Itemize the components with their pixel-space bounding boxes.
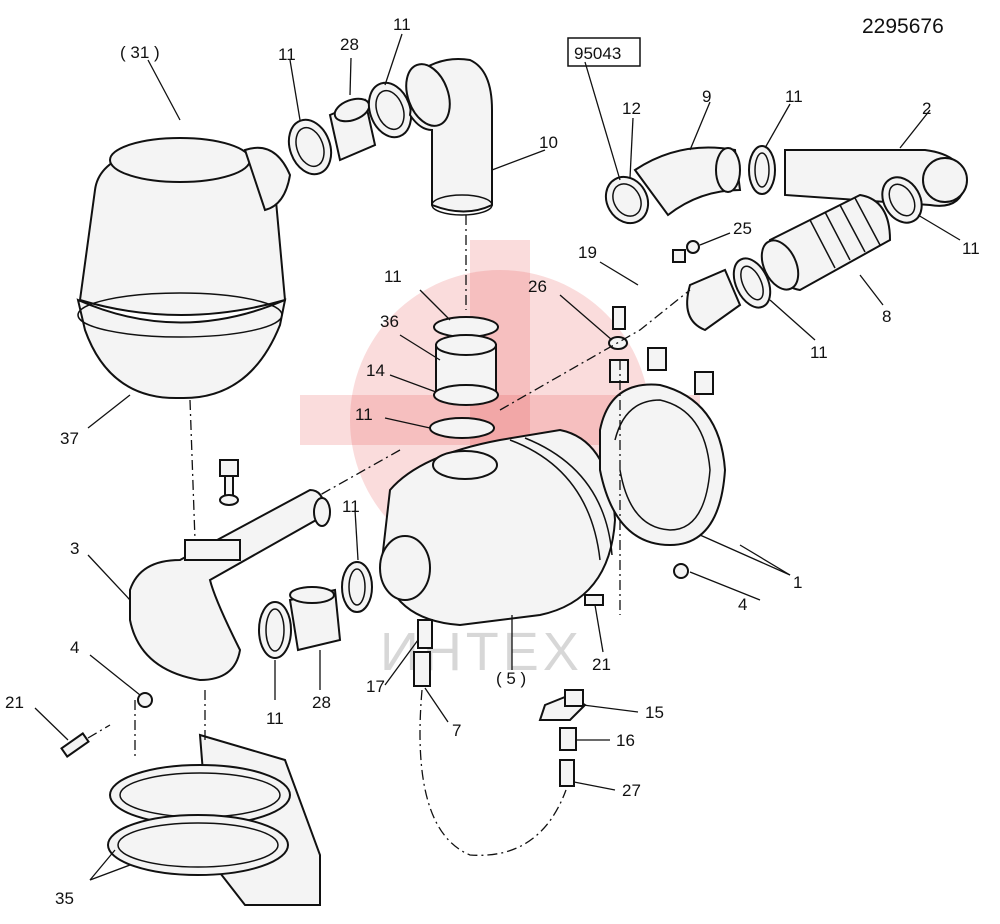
nut-4-right [673, 563, 689, 579]
clamp-11-g [429, 417, 495, 439]
bolt-19 [612, 306, 626, 330]
label-25: 25 [733, 219, 752, 238]
label-16: 16 [616, 731, 635, 750]
label-4-right: 4 [738, 595, 747, 614]
label-11-e: 11 [810, 343, 828, 362]
label-11-a: 11 [278, 45, 296, 64]
label-11-b: 11 [393, 15, 411, 34]
clamp-11-a [287, 118, 333, 176]
fitting-16 [559, 727, 577, 751]
label-36: 36 [380, 312, 399, 331]
mounting-band-1 [599, 347, 727, 547]
clamp-11-b [367, 81, 413, 139]
bolt-21-right [584, 594, 604, 606]
pipe-2 [784, 149, 968, 207]
label-2: 2 [922, 99, 931, 118]
label-5: ( 5 ) [496, 669, 526, 688]
bolt-21-left [60, 732, 90, 758]
corrugated-hose-8 [760, 193, 892, 292]
label-11-f: 11 [384, 267, 402, 286]
label-1: 1 [793, 573, 802, 592]
nut-4-left [137, 692, 153, 708]
bolt-25 [672, 240, 700, 263]
label-26: 26 [528, 277, 547, 296]
fitting-17 [417, 619, 433, 649]
air-cleaner-31 [78, 137, 292, 316]
label-10: 10 [539, 133, 558, 152]
clamp-11-i [341, 561, 373, 613]
watermark-text: ИНТЕХ [380, 622, 583, 682]
label-11-c: 11 [785, 87, 803, 106]
label-12: 12 [622, 99, 641, 118]
drain-hose-path [419, 689, 567, 856]
label-11-d: 11 [962, 239, 980, 258]
label-17: 17 [366, 677, 385, 696]
label-15: 15 [645, 703, 664, 722]
label-19: 19 [578, 243, 597, 262]
label-4-left: 4 [70, 638, 79, 657]
ref-box-label: 95043 [574, 44, 621, 63]
leader-lines [34, 33, 961, 881]
label-8: 8 [882, 307, 891, 326]
pre-cleaner-bowl-37 [76, 292, 287, 400]
drawing-number: 2295676 [862, 15, 944, 38]
label-11-g: 11 [355, 405, 373, 424]
label-28-a: 28 [340, 35, 359, 54]
sleeve-28-b [288, 586, 342, 652]
label-11-i: 11 [342, 497, 360, 516]
clamp-11-c [748, 145, 776, 195]
valve-7 [413, 651, 431, 687]
elbow-9 [633, 146, 742, 217]
axis-line-5 [319, 449, 401, 496]
label-35: 35 [55, 889, 74, 908]
axis-line-2 [189, 399, 196, 541]
axis-line-6 [499, 289, 691, 411]
elbow-pipe-10 [405, 58, 493, 216]
elbow-3 [129, 488, 331, 682]
air-filter-housing-5 [379, 428, 617, 627]
clamp-11-d [881, 176, 923, 224]
ref-box-frame [567, 37, 641, 67]
label-28-b: 28 [312, 693, 331, 712]
label-9: 9 [702, 87, 711, 106]
label-37: 37 [60, 429, 79, 448]
label-14: 14 [366, 361, 385, 380]
bracket-15 [538, 689, 587, 721]
adapter-1a [686, 268, 742, 332]
clamp-12 [604, 175, 650, 225]
ring-14 [433, 384, 499, 406]
bolt-upper-left [219, 459, 239, 506]
sleeve-28-a [328, 97, 377, 162]
label-31: ( 31 ) [120, 43, 160, 62]
label-21-right: 21 [592, 655, 611, 674]
clamp-11-e [732, 257, 772, 309]
label-21-left: 21 [5, 693, 24, 712]
label-27: 27 [622, 781, 641, 800]
label-7: 7 [452, 721, 461, 740]
fitting-27 [559, 759, 575, 787]
label-11-h: 11 [266, 709, 284, 728]
axis-line-8 [87, 724, 111, 739]
clamp-11-h [258, 601, 292, 659]
label-3: 3 [70, 539, 79, 558]
bracket-35 [107, 733, 321, 906]
